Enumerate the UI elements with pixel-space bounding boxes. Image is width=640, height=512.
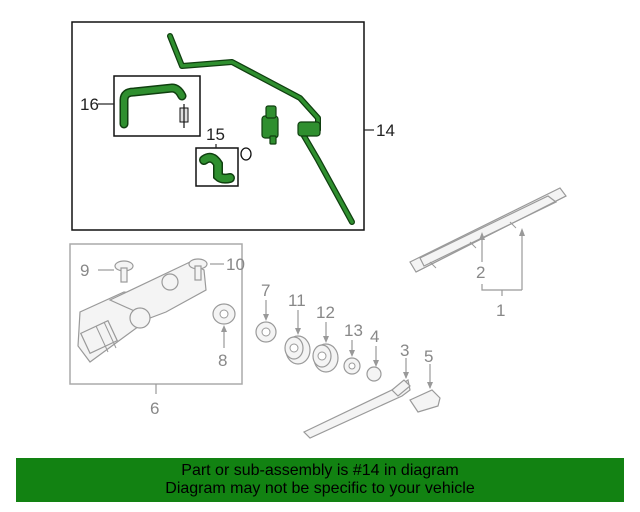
callout-4: 4 [370,327,379,346]
part-15-box[interactable] [195,147,239,187]
callout-1: 1 [496,301,505,320]
callout-10: 10 [226,255,245,274]
parts-diagram: 14 16 15 2 1 9 10 [69,21,567,439]
callout-9: 9 [80,261,89,280]
bolt-10[interactable] [188,258,208,281]
washer-hose-14-lower-inner [302,134,354,224]
hose-15-inner [200,154,234,183]
o-ring[interactable] [240,147,252,161]
wiper-motor[interactable] [77,261,207,363]
callout-5: 5 [424,347,433,366]
nut-4[interactable] [366,366,382,382]
nozzle[interactable] [261,105,279,145]
cap-13[interactable] [343,357,361,375]
arm-cover[interactable] [409,389,441,413]
clip-16[interactable] [179,104,189,128]
bushing-11[interactable] [284,335,311,365]
wiper-arm[interactable] [302,379,411,439]
info-banner: Part or sub-assembly is #14 in diagram D… [16,458,624,502]
callout-12: 12 [316,303,335,322]
bushing-12[interactable] [312,343,339,373]
wiper-blade[interactable] [409,187,567,273]
washer-hose-14[interactable] [167,33,321,133]
assembly-14-box[interactable] [71,21,365,231]
hose-16-inner [121,84,185,127]
washer-7[interactable] [255,321,277,343]
callout-3: 3 [400,341,409,360]
washer-8[interactable] [212,303,236,325]
banner-line-2: Diagram may not be specific to your vehi… [165,480,475,497]
callout-14: 14 [376,121,395,140]
callout-7: 7 [261,281,270,300]
part-16-box[interactable] [113,75,201,137]
callout-8: 8 [218,351,227,370]
callout-11: 11 [288,291,306,310]
hose-joint[interactable] [297,121,321,137]
callout-16: 16 [80,95,99,114]
callout-15: 15 [206,125,225,144]
callout-2: 2 [476,263,485,282]
bolt-9[interactable] [114,260,134,283]
callout-13: 13 [344,321,363,340]
washer-hose-14-inner [168,34,320,132]
banner-line-1: Part or sub-assembly is #14 in diagram [181,462,459,479]
callout-6: 6 [150,399,159,418]
